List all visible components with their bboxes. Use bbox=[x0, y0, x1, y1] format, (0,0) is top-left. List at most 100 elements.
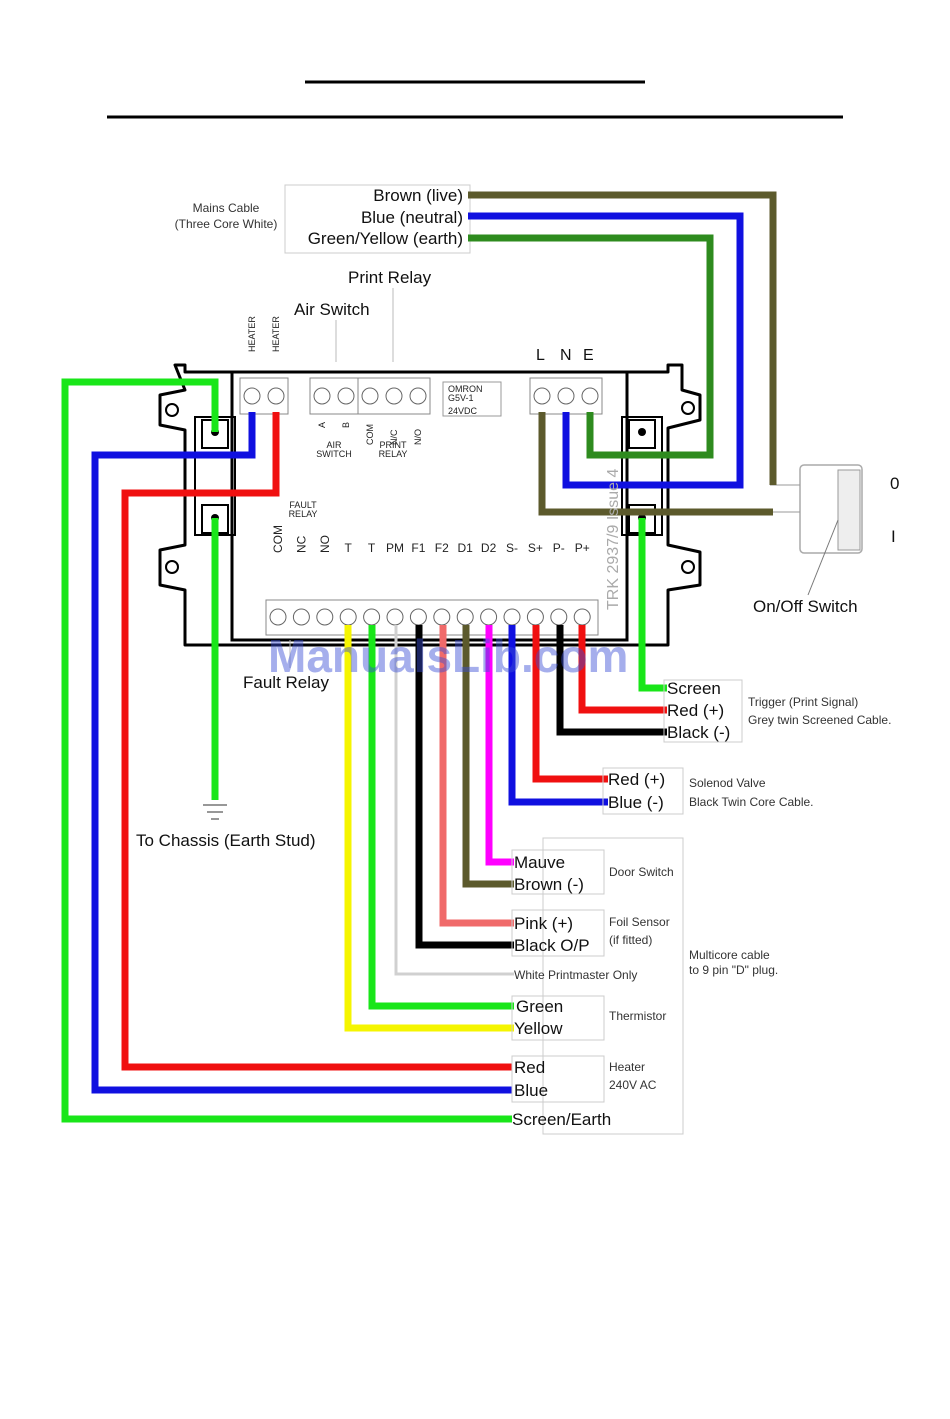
label-frames bbox=[511, 679, 743, 1135]
watermark: ManualsLib.com bbox=[268, 630, 628, 682]
terminal-screw-9 bbox=[480, 608, 498, 626]
thermistor-label: Thermistor bbox=[609, 1009, 666, 1023]
print-relay-sub-1: PRINT bbox=[380, 440, 408, 450]
red-label: Red bbox=[514, 1058, 545, 1077]
solenoid-desc-1: Solenod Valve bbox=[689, 776, 766, 790]
terminal-screw-1 bbox=[292, 608, 310, 626]
fault-relay-label: Fault Relay bbox=[243, 673, 329, 692]
heater-desc-2: 240V AC bbox=[609, 1078, 657, 1092]
green-label: Green bbox=[516, 997, 563, 1016]
mains-live-label: Brown (live) bbox=[373, 186, 463, 205]
terminal-label-13: P+ bbox=[575, 541, 590, 555]
multicore-desc-2: to 9 pin "D" plug. bbox=[689, 963, 778, 977]
wire-screen-earth bbox=[61, 378, 512, 1123]
terminal-label-6: F1 bbox=[411, 541, 425, 555]
trigger-desc-1: Trigger (Print Signal) bbox=[748, 695, 858, 709]
terminal-screw-6 bbox=[409, 608, 427, 626]
terminal-screw-2 bbox=[316, 608, 334, 626]
mains-cable-label: Mains Cable bbox=[193, 201, 260, 215]
black-op-label: Black O/P bbox=[514, 936, 590, 955]
terminal-screw-7 bbox=[433, 608, 451, 626]
door-switch-label: Door Switch bbox=[609, 865, 674, 879]
wire-white bbox=[394, 625, 514, 976]
terminal-label-0: COM bbox=[271, 525, 285, 553]
wire-thermistor-green bbox=[368, 625, 514, 1010]
solenoid-desc-2: Black Twin Core Cable. bbox=[689, 795, 814, 809]
air-a-label: A bbox=[317, 422, 327, 428]
trigger-red-label: Red (+) bbox=[667, 701, 724, 720]
switch-on-label: I bbox=[891, 527, 896, 546]
air-switch-label: Air Switch bbox=[294, 300, 370, 319]
wire-mains-brown bbox=[468, 191, 777, 485]
switch-off-label: 0 bbox=[890, 474, 899, 493]
screen-earth-label: Screen/Earth bbox=[512, 1110, 611, 1129]
fault-relay-sub-2: RELAY bbox=[289, 509, 318, 519]
label-E: E bbox=[583, 347, 594, 364]
mains-cable-sub: (Three Core White) bbox=[175, 217, 278, 231]
trigger-screen-label: Screen bbox=[667, 679, 721, 698]
terminal-screw-11 bbox=[526, 608, 544, 626]
terminal-screw-4 bbox=[363, 608, 381, 626]
air-b-label: B bbox=[341, 422, 351, 428]
switch-label: On/Off Switch bbox=[753, 597, 858, 616]
blue-label: Blue bbox=[514, 1081, 548, 1100]
wire-trigger-screen bbox=[638, 518, 667, 692]
terminal-label-8: D1 bbox=[458, 541, 474, 555]
label-L: L bbox=[536, 347, 545, 364]
brown-label: Brown (-) bbox=[514, 875, 584, 894]
terminal-screw-3 bbox=[339, 608, 357, 626]
wire-solenoid-red bbox=[532, 625, 608, 783]
print-relay-sub-2: RELAY bbox=[379, 449, 408, 459]
fault-relay-sub-1: FAULT bbox=[289, 500, 317, 510]
wire-door-brown bbox=[462, 625, 514, 888]
earth-symbol bbox=[203, 804, 227, 820]
label-N: N bbox=[560, 347, 572, 364]
terminal-label-5: PM bbox=[386, 541, 404, 555]
yellow-label: Yellow bbox=[514, 1019, 563, 1038]
print-relay-label: Print Relay bbox=[348, 268, 432, 287]
on-off-switch bbox=[770, 464, 863, 554]
wire-trigger-black bbox=[556, 625, 667, 736]
terminal-label-2: NO bbox=[318, 535, 332, 553]
solenoid-blue-label: Blue (-) bbox=[608, 793, 664, 812]
switch-leader bbox=[807, 519, 839, 596]
wire-foil-black bbox=[415, 625, 514, 949]
terminal-label-3: T bbox=[345, 541, 353, 555]
trigger-desc-2: Grey twin Screened Cable. bbox=[748, 713, 891, 727]
terminal-label-12: P- bbox=[553, 541, 565, 555]
wire-heater-blue bbox=[91, 412, 512, 1094]
trigger-black-label: Black (-) bbox=[667, 723, 730, 742]
terminal-screw-8 bbox=[456, 608, 474, 626]
mains-earth-label: Green/Yellow (earth) bbox=[308, 229, 463, 248]
mains-label-box bbox=[284, 184, 471, 254]
pink-label: Pink (+) bbox=[514, 914, 573, 933]
terminal-screw-0 bbox=[269, 608, 287, 626]
terminal-screw-13 bbox=[573, 608, 591, 626]
multicore-desc-1: Multicore cable bbox=[689, 948, 770, 962]
wire-trigger-red bbox=[578, 625, 667, 714]
mauve-label: Mauve bbox=[514, 853, 565, 872]
mains-neutral-label: Blue (neutral) bbox=[361, 208, 463, 227]
terminal-label-7: F2 bbox=[435, 541, 449, 555]
top-terminals bbox=[239, 377, 603, 417]
terminal-label-4: T bbox=[368, 541, 376, 555]
wire-heater-red bbox=[121, 412, 512, 1071]
heater-label-1: HEATER bbox=[247, 316, 257, 352]
terminal-label-1: NC bbox=[294, 535, 308, 553]
wire-foil-pink bbox=[439, 625, 514, 927]
wire-solenoid-blue bbox=[508, 625, 608, 806]
air-switch-sub-2: SWITCH bbox=[316, 449, 352, 459]
foil-sensor-sub: (if fitted) bbox=[609, 933, 652, 947]
terminal-label-10: S- bbox=[506, 541, 518, 555]
heater-label-2: HEATER bbox=[271, 316, 281, 352]
wire-door-mauve bbox=[485, 625, 514, 866]
wire-mains-green bbox=[468, 234, 714, 459]
pcb-board bbox=[230, 370, 629, 642]
wire-mains-blue bbox=[468, 212, 744, 489]
relay-com-label: COM bbox=[365, 424, 375, 445]
foil-sensor-label: Foil Sensor bbox=[609, 915, 670, 929]
solenoid-red-label: Red (+) bbox=[608, 770, 665, 789]
omron-line-3: 24VDC bbox=[448, 406, 478, 416]
